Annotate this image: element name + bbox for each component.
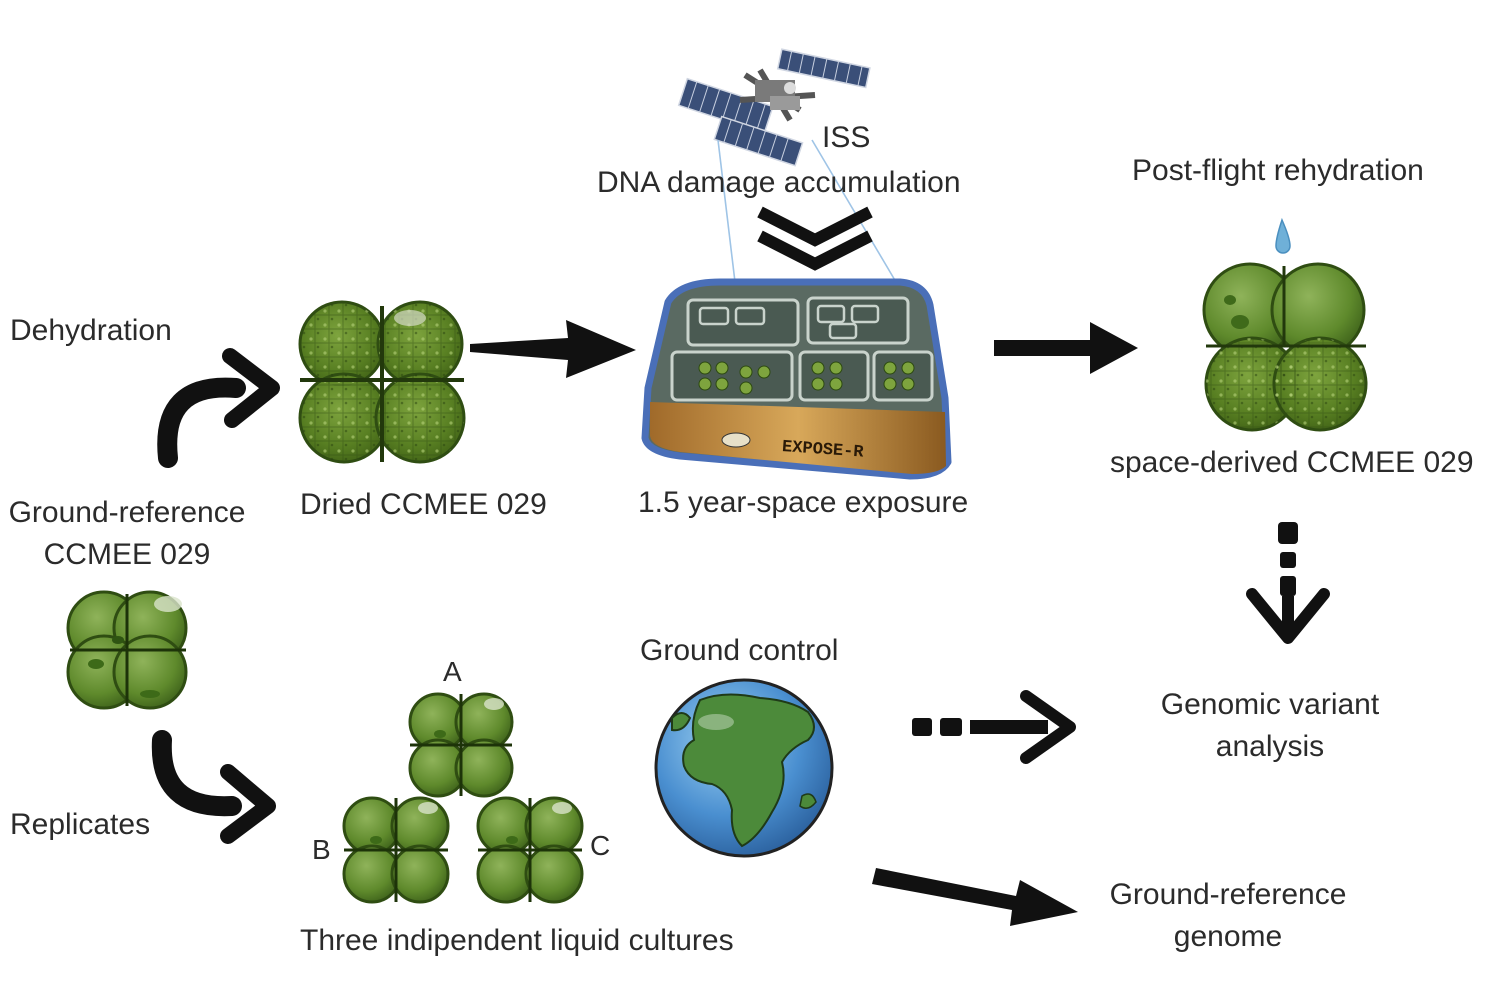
replicate-a-cell-cluster [408, 692, 514, 798]
space-derived-label: space-derived CCMEE 029 [1110, 446, 1474, 479]
replicate-c-cell-cluster [476, 796, 584, 904]
exposure-label: 1.5 year-space exposure [638, 486, 969, 519]
arrow-to-space-derived [994, 322, 1138, 374]
replicate-a-label: A [443, 656, 462, 687]
arrow-to-genomic-analysis [1246, 522, 1330, 644]
genomic-analysis-label: Genomic variant analysis [1130, 684, 1410, 768]
three-cultures-label: Three indipendent liquid cultures [300, 924, 734, 957]
replicates-arrow [151, 730, 276, 844]
reference-genome-label: Ground-reference genome [1090, 874, 1366, 958]
water-drop-icon [1275, 217, 1291, 254]
dna-damage-label: DNA damage accumulation [597, 166, 961, 199]
expose-r-facility: EXPOSE-R [641, 278, 952, 480]
post-flight-label: Post-flight rehydration [1132, 154, 1424, 187]
reference-genome-label-line1: Ground-reference [1109, 878, 1347, 911]
iss-label: ISS [822, 121, 871, 154]
dried-label: Dried CCMEE 029 [300, 488, 547, 521]
view-lines [717, 139, 897, 283]
genomic-analysis-label-line2: analysis [1215, 730, 1325, 763]
earth-globe-icon [654, 678, 834, 858]
ground-reference-label-line2: CCMEE 029 [43, 538, 211, 571]
arrow-ground-control-to-genomic [912, 690, 1076, 764]
dehydration-arrow [157, 348, 280, 468]
space-derived-cell-cluster [1202, 262, 1368, 432]
arrow-to-reference-genome [872, 868, 1078, 926]
iss-icon [677, 48, 871, 167]
ground-reference-label-line1: Ground-reference [8, 496, 246, 529]
ground-control-label: Ground control [640, 634, 839, 667]
dried-cell-cluster [298, 300, 466, 464]
replicate-c-label: C [590, 830, 611, 861]
replicates-label: Replicates [10, 808, 151, 841]
replicate-b-label: B [312, 834, 331, 865]
arrow-to-exposure [470, 320, 636, 378]
ground-reference-cell-cluster [66, 590, 188, 710]
reference-genome-label-line2: genome [1173, 920, 1283, 953]
chevron-down-icon [757, 206, 873, 271]
replicate-b-cell-cluster [342, 796, 450, 904]
genomic-analysis-label-line1: Genomic variant [1160, 688, 1380, 721]
dehydration-label: Dehydration [10, 314, 172, 347]
ground-reference-label: Ground-reference CCMEE 029 [0, 492, 254, 576]
